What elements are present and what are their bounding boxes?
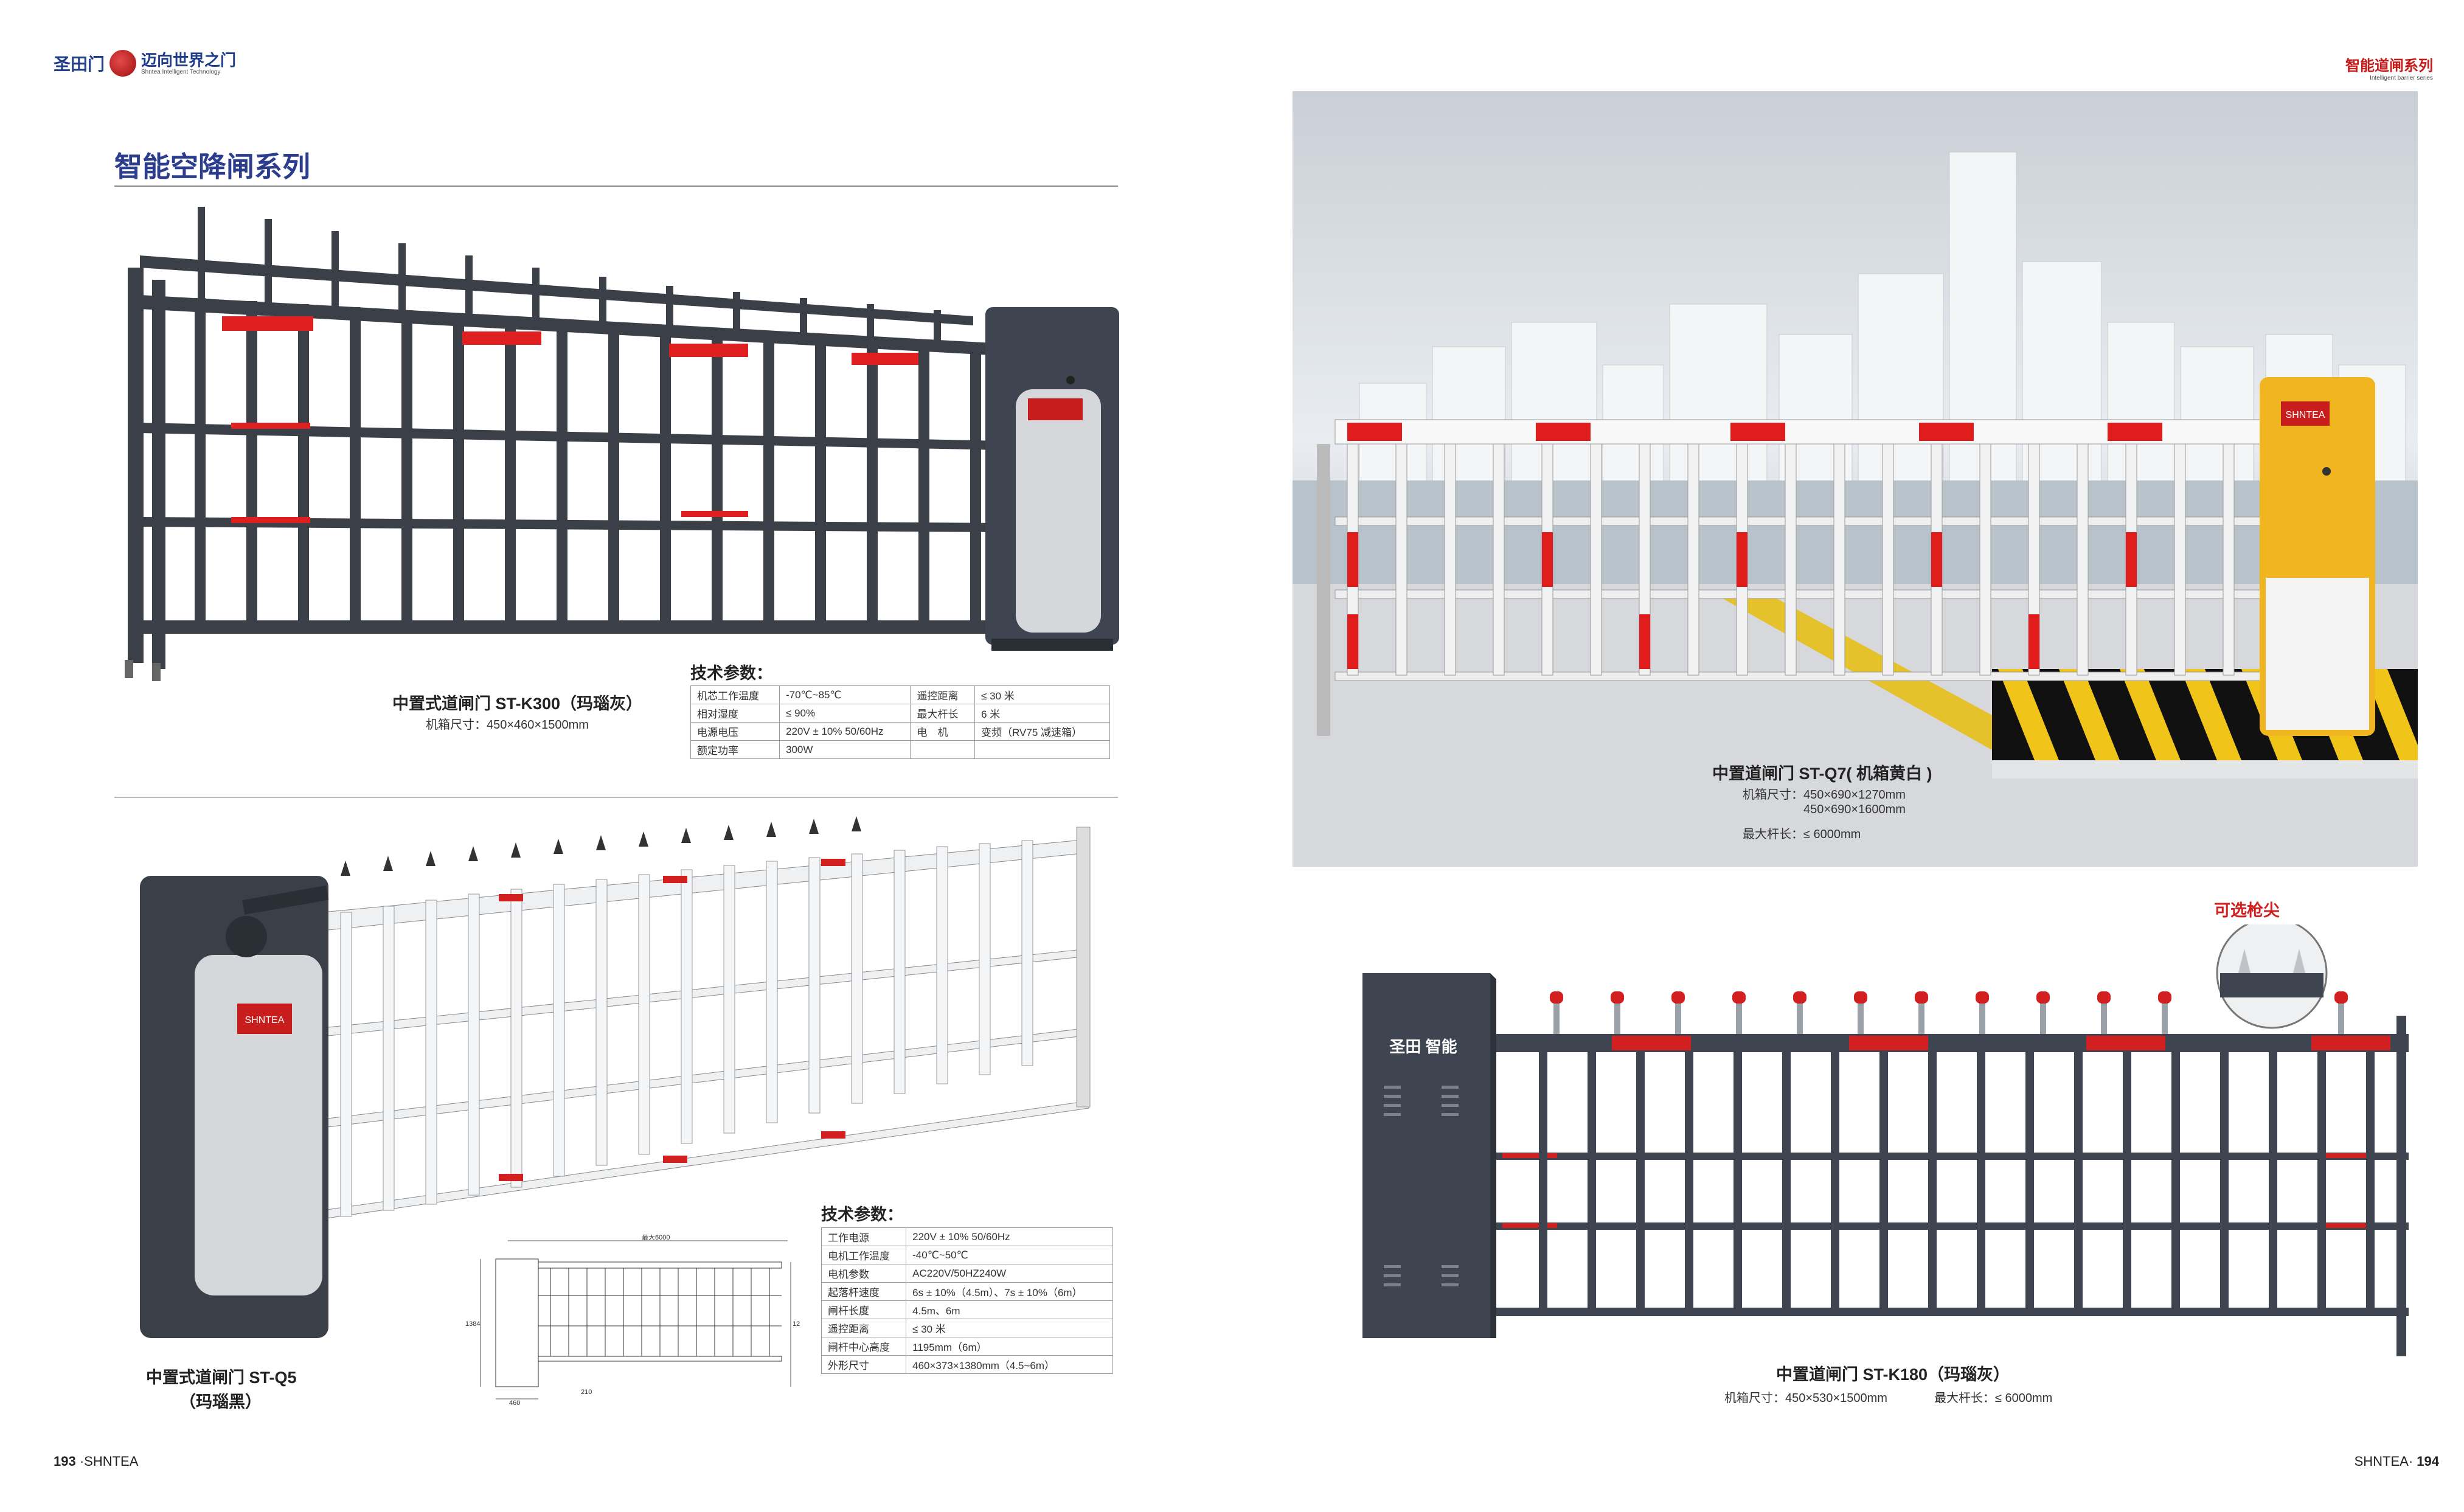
q5-title: 中置式道闸门 ST-Q5	[146, 1368, 297, 1387]
drawing-height-1: 1384	[465, 1320, 480, 1328]
k300-spec-table: 机芯工作温度 -70℃~85℃ 遥控距离 ≤ 30 米 相对湿度 ≤ 90% 最…	[690, 685, 1110, 759]
gate-k300-illustration	[125, 207, 1119, 681]
k300-size: 机箱尺寸：450×460×1500mm	[426, 718, 589, 732]
page-number-left: 193	[54, 1454, 76, 1469]
table-row: 电源电压 220V ± 10% 50/60Hz 电 机 变频（RV75 减速箱）	[690, 722, 1110, 741]
brand-name: 圣田门	[54, 55, 105, 74]
table-row: 额定功率 300W	[690, 740, 1110, 759]
q7-cabinet-logo: SHNTEA	[2286, 410, 2325, 420]
k180-callout-label: 可选枪尖	[2214, 901, 2280, 920]
q7-size-label: 机箱尺寸：	[1743, 788, 1803, 802]
k180-title: 中置道闸门 ST-K180（玛瑙灰）	[1776, 1365, 2010, 1384]
series-label-en: Intelligent barrier series	[2370, 75, 2433, 81]
k180-size: 机箱尺寸：450×530×1500mm	[1724, 1392, 1887, 1405]
table-row: 机芯工作温度 -70℃~85℃ 遥控距离 ≤ 30 米	[690, 685, 1110, 704]
gate-q5-illustration: SHNTEA	[140, 816, 1091, 1338]
brand-slogan-en: Shntea Intelligent Technology	[141, 68, 221, 75]
gate-q7-scene: SHNTEA	[1293, 151, 2418, 867]
brand-slogan: 迈向世界之门	[141, 50, 237, 69]
page-title: 智能空降闸系列	[114, 151, 310, 182]
q7-title: 中置道闸门 ST-Q7( 机箱黄白 )	[1712, 765, 1932, 783]
q5-specs-title: 技术参数：	[821, 1205, 903, 1224]
series-label-cn: 智能道闸系列	[2345, 58, 2433, 74]
brand-logo: 圣田门 迈向世界之门 Shntea Intelligent Technology	[54, 47, 236, 79]
drawing-width-1: 460	[509, 1399, 520, 1405]
q7-size: 机箱尺寸：450×690×1270mm 机箱尺寸：450×690×1600mm	[1743, 788, 1906, 817]
page-number-right: 194	[2417, 1454, 2439, 1469]
q5-cabinet-logo: SHNTEA	[245, 1015, 285, 1025]
q7-max-length: 最大杆长：≤ 6000mm	[1743, 828, 1861, 841]
k180-cabinet-logo: 圣田 智能	[1389, 1038, 1457, 1056]
gate-k180-illustration: 圣田 智能	[1362, 924, 2409, 1356]
q7-size-2: 450×690×1600mm	[1803, 803, 1906, 816]
title-divider	[114, 186, 1118, 187]
table-row: 电机工作温度-40℃~50℃	[821, 1246, 1113, 1264]
k300-title: 中置式道闸门 ST-K300（玛瑙灰）	[392, 695, 643, 713]
drawing-width-2: 210	[581, 1389, 592, 1396]
table-row: 遥控距离≤ 30 米	[821, 1319, 1113, 1337]
series-label: 智能道闸系列 Intelligent barrier series	[2323, 54, 2433, 81]
section-divider	[114, 797, 1118, 798]
q5-technical-drawing: 最大6000 1384 1270 460 210	[459, 1235, 800, 1405]
footer-left: 193 ·SHNTEA	[54, 1454, 138, 1469]
product-image-k300	[122, 201, 1125, 699]
q5-color: （玛瑙黑）	[179, 1393, 262, 1411]
k300-specs-title: 技术参数：	[690, 664, 772, 682]
footer-brand-left: ·SHNTEA	[79, 1454, 139, 1469]
drawing-height-2: 1270	[793, 1320, 800, 1328]
footer-brand-right: SHNTEA·	[2354, 1454, 2414, 1469]
globe-icon	[109, 50, 136, 77]
product-image-q7: SHNTEA	[1293, 91, 2418, 867]
product-image-k180: 圣田 智能	[1356, 924, 2415, 1362]
k180-max-length: 最大杆长：≤ 6000mm	[1934, 1392, 2053, 1405]
q7-size-1: 450×690×1270mm	[1803, 788, 1906, 802]
table-row: 相对湿度 ≤ 90% 最大杆长 6 米	[690, 704, 1110, 723]
footer-right: SHNTEA· 194	[2336, 1454, 2439, 1469]
drawing-top-dim: 最大6000	[642, 1235, 670, 1241]
